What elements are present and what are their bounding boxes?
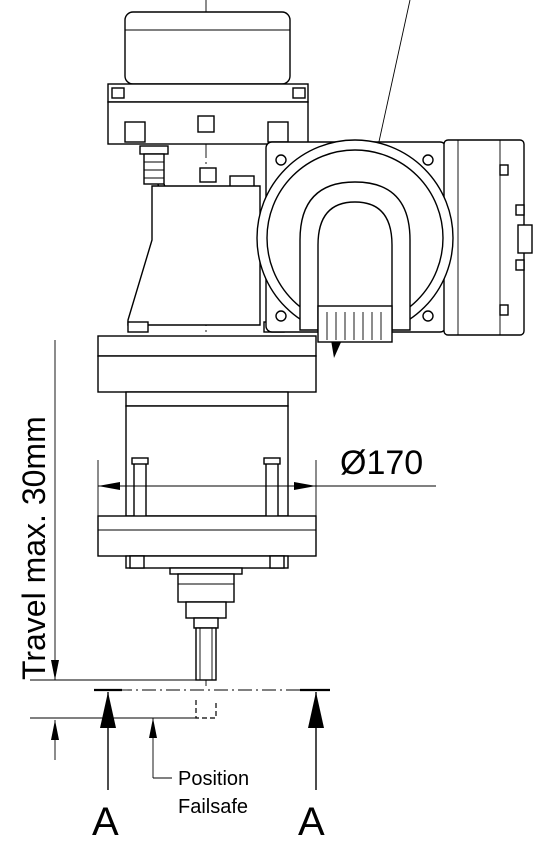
- lower-flange: [97, 515, 317, 569]
- diameter-dimension: [97, 460, 436, 516]
- leader-arrow: [331, 340, 342, 358]
- failsafe-leader: [149, 718, 172, 779]
- section-arrow-left: [100, 692, 116, 728]
- top-housing: [107, 11, 309, 145]
- yoke-cylinder: [125, 405, 289, 519]
- section-label-right: A: [298, 800, 325, 843]
- valve-stem: [169, 567, 243, 681]
- section-label-left: A: [92, 800, 119, 843]
- section-arrow-right: [308, 692, 324, 728]
- travel-dimension: [30, 340, 212, 760]
- section-line: [94, 688, 330, 790]
- travel-label: Travel max. 30mm: [16, 416, 52, 680]
- failsafe-label-line2: Failsafe: [178, 796, 248, 818]
- failsafe-label-line1: Position: [178, 768, 249, 790]
- failsafe-stem-outline: [195, 700, 217, 719]
- upper-flange: [97, 335, 317, 407]
- electronic-module: [256, 139, 533, 343]
- diameter-label: Ø170: [340, 444, 423, 482]
